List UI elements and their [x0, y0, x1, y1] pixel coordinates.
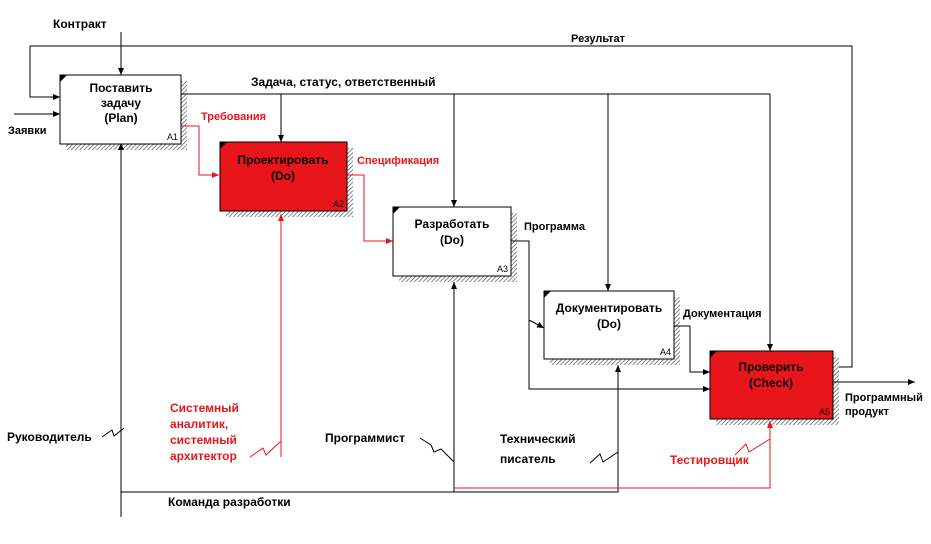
task-status-arrow	[181, 93, 773, 351]
box-a1-id: A1	[167, 132, 178, 142]
box-a5-id: A5	[819, 407, 830, 417]
box-a4-id: A4	[660, 347, 671, 357]
team-label: Команда разработки	[168, 495, 291, 509]
specification-label: Спецификация	[357, 155, 439, 167]
contract-label: Контракт	[53, 17, 107, 31]
box-a2-line2: (Do)	[271, 169, 295, 183]
box-a5-line1: Проверить	[738, 360, 803, 374]
box-a1-line2: задачу	[101, 96, 141, 110]
box-a2[interactable]: Проектировать (Do) A2	[219, 141, 348, 212]
program-arrow	[511, 240, 710, 392]
box-a4-line1: Документировать	[556, 301, 662, 315]
writer-squiggle	[589, 451, 619, 464]
box-a4-line2: (Do)	[597, 317, 621, 331]
tester-label: Тестировщик	[670, 453, 750, 467]
result-label: Результат	[571, 33, 626, 45]
box-a3[interactable]: Разработать (Do) A3	[392, 206, 512, 277]
requests-label: Заявки	[8, 125, 46, 137]
requirements-label: Требования	[201, 111, 266, 123]
tester-to-a5-arrow	[454, 421, 773, 489]
programmer-label: Программист	[325, 431, 405, 445]
team-bus-arrow	[121, 365, 621, 493]
box-a4[interactable]: Документировать (Do) A4	[543, 290, 675, 360]
result-feedback-arrow	[29, 45, 853, 368]
box-a2-id: A2	[333, 199, 344, 209]
manager-label: Руководитель	[7, 430, 92, 444]
analyst-label-line4: архитектор	[170, 449, 237, 463]
tester-squiggle	[734, 438, 771, 456]
specification-arrow	[347, 174, 393, 244]
program-to-a4-arrow	[528, 319, 545, 329]
programmer-squiggle	[419, 437, 455, 463]
requirements-arrow	[181, 125, 219, 178]
writer-label-line1: Технический	[500, 432, 575, 446]
manager-squiggle	[101, 427, 125, 438]
box-a1-line3: (Plan)	[104, 111, 137, 125]
box-a5[interactable]: Проверить (Check) A5	[709, 350, 834, 420]
product-label-line2: продукт	[845, 406, 890, 418]
box-a5-line2: (Check)	[749, 376, 793, 390]
box-a3-id: A3	[497, 264, 508, 274]
writer-label-line2: писатель	[500, 452, 556, 466]
box-a1[interactable]: Поставить задачу (Plan) A1	[59, 74, 182, 145]
documentation-label: Документация	[683, 308, 762, 320]
task-status-label: Задача, статус, ответственный	[251, 75, 436, 89]
box-a2-line1: Проектировать	[237, 153, 328, 167]
analyst-label-line3: системный	[170, 433, 237, 447]
box-a3-line2: (Do)	[440, 233, 464, 247]
box-a3-line1: Разработать	[415, 217, 490, 231]
analyst-squiggle	[249, 440, 282, 458]
analyst-label-line2: аналитик,	[170, 417, 228, 431]
analyst-label-line1: Системный	[170, 401, 239, 415]
program-label: Программа	[524, 221, 586, 233]
documentation-arrow	[674, 325, 710, 375]
box-a1-line1: Поставить	[89, 81, 152, 95]
product-label-line1: Программный	[845, 392, 923, 404]
